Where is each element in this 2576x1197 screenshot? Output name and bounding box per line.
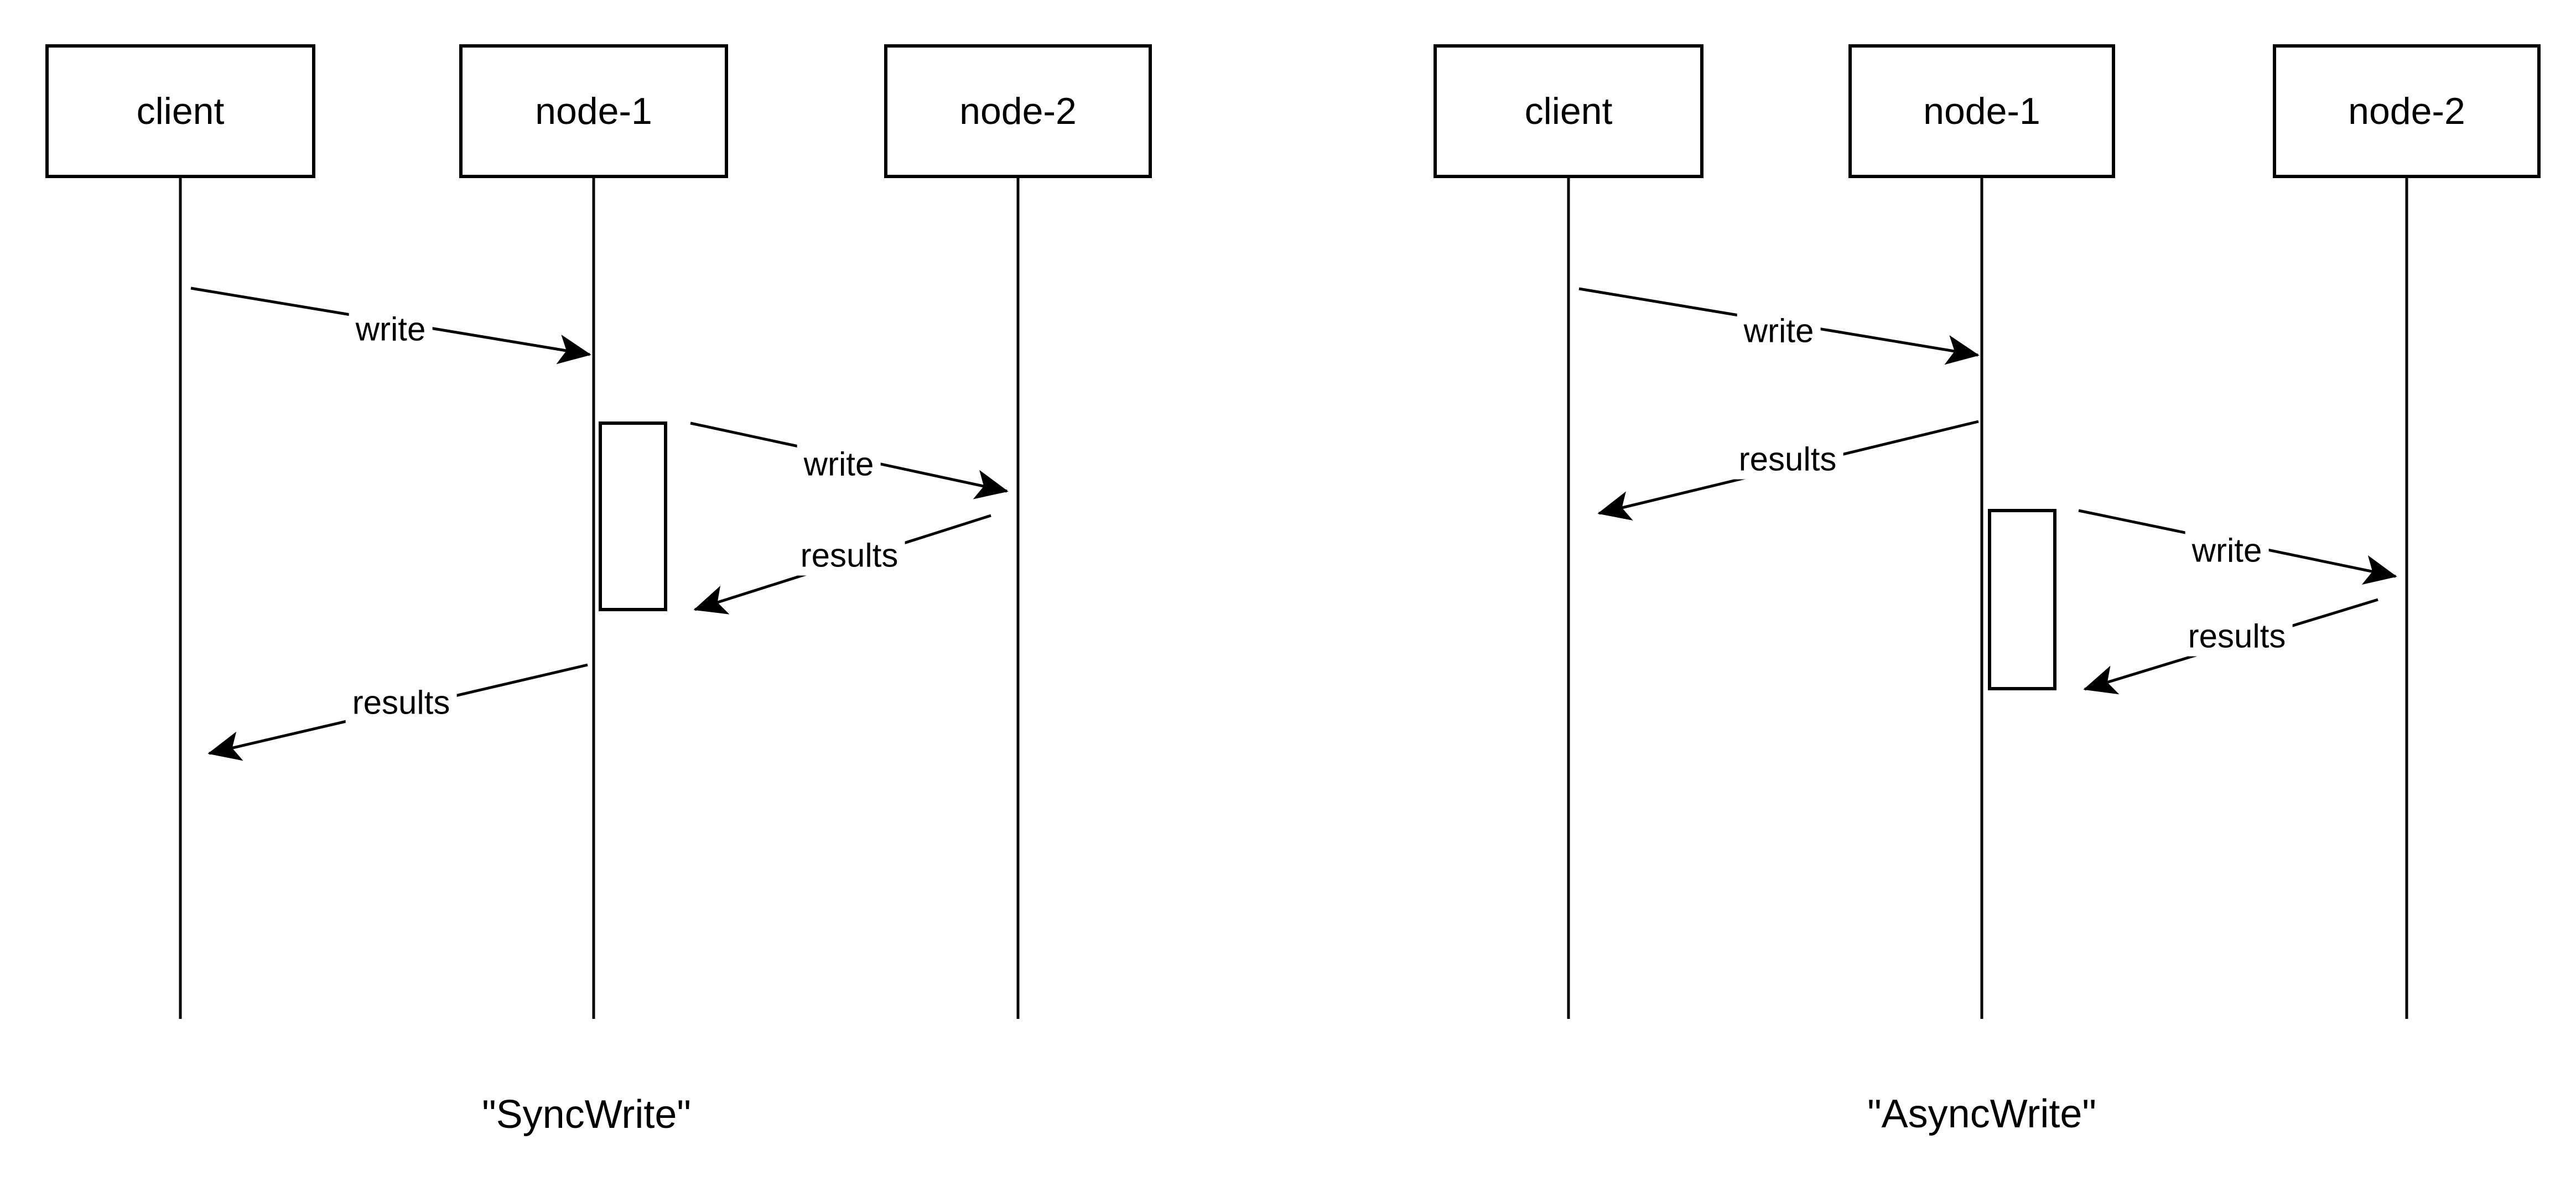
- message-label-write: write: [349, 309, 433, 350]
- actor-box-client-async: client: [1434, 44, 1704, 178]
- actor-label: node-1: [535, 90, 652, 132]
- actor-label: node-2: [2348, 90, 2465, 132]
- actor-label: client: [1524, 90, 1613, 132]
- message-label-results: results: [793, 535, 905, 576]
- message-label-results: results: [1732, 439, 1843, 480]
- activation-box-node-1-sync: [599, 421, 667, 611]
- message-label-results: results: [345, 682, 457, 723]
- actor-box-client-sync: client: [45, 44, 315, 178]
- actor-box-node-1-async: node-1: [1848, 44, 2115, 178]
- message-label-write: write: [2185, 530, 2269, 571]
- actor-box-node-1-sync: node-1: [459, 44, 728, 178]
- message-label-write: write: [797, 444, 881, 485]
- actor-label: node-1: [1923, 90, 2040, 132]
- actor-label: node-2: [959, 90, 1077, 132]
- caption-sync-write: "SyncWrite": [482, 1092, 691, 1137]
- actor-box-node-2-async: node-2: [2273, 44, 2541, 178]
- activation-box-node-1-async: [1988, 509, 2056, 690]
- message-label-results: results: [2181, 616, 2293, 657]
- actor-label: client: [136, 90, 225, 132]
- message-label-write: write: [1737, 310, 1821, 351]
- actor-box-node-2-sync: node-2: [884, 44, 1152, 178]
- caption-async-write: "AsyncWrite": [1867, 1091, 2096, 1136]
